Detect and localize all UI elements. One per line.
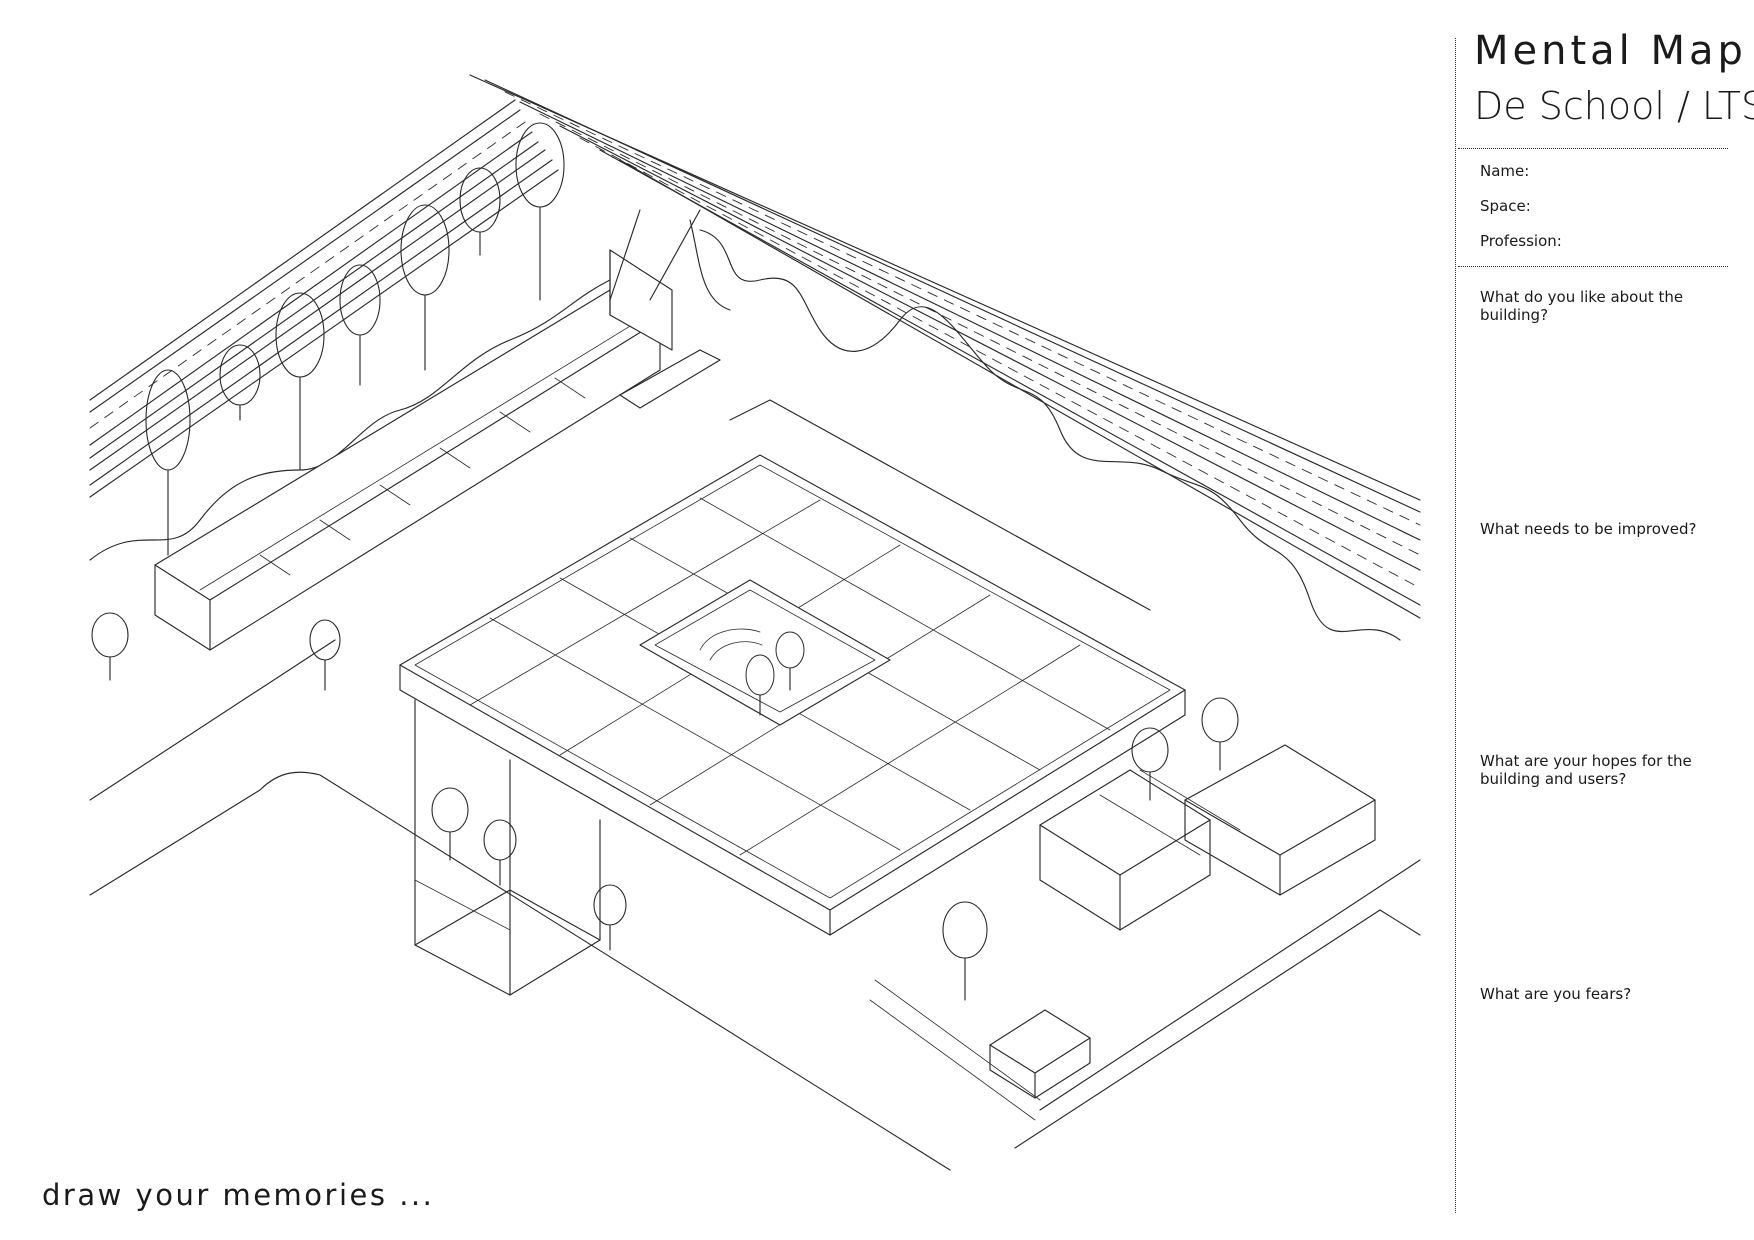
highway-lanes <box>469 74 1421 619</box>
sheet-subtitle: De School / LTS <box>1474 84 1754 128</box>
trees-south <box>91 612 1239 1001</box>
ground-lines <box>89 639 1421 1171</box>
space-label: Space: <box>1480 197 1531 215</box>
question-improve: What needs to be improved? <box>1480 520 1697 538</box>
tree-row-rail <box>145 122 565 556</box>
small-pavilion <box>869 979 1091 1121</box>
title-separator <box>1458 148 1728 149</box>
fields-separator <box>1458 266 1728 267</box>
sidebar-divider <box>1455 38 1456 1213</box>
main-building <box>399 349 1186 936</box>
question-fears: What are you fears? <box>1480 985 1632 1003</box>
sheet-title: Mental Map <box>1474 28 1747 74</box>
profession-label: Profession: <box>1480 232 1562 250</box>
question-hopes: What are your hopes for the building and… <box>1480 752 1692 788</box>
isometric-building-drawing <box>89 74 1421 1171</box>
railway-tracks <box>89 99 559 498</box>
name-label: Name: <box>1480 162 1530 180</box>
basement-volume <box>414 699 601 996</box>
footer-prompt: draw your memories ... <box>42 1178 435 1212</box>
west-wing <box>154 209 701 651</box>
question-like: What do you like about the building? <box>1480 288 1684 324</box>
vegetation-outline <box>89 219 1401 641</box>
east-annex <box>1039 744 1376 931</box>
